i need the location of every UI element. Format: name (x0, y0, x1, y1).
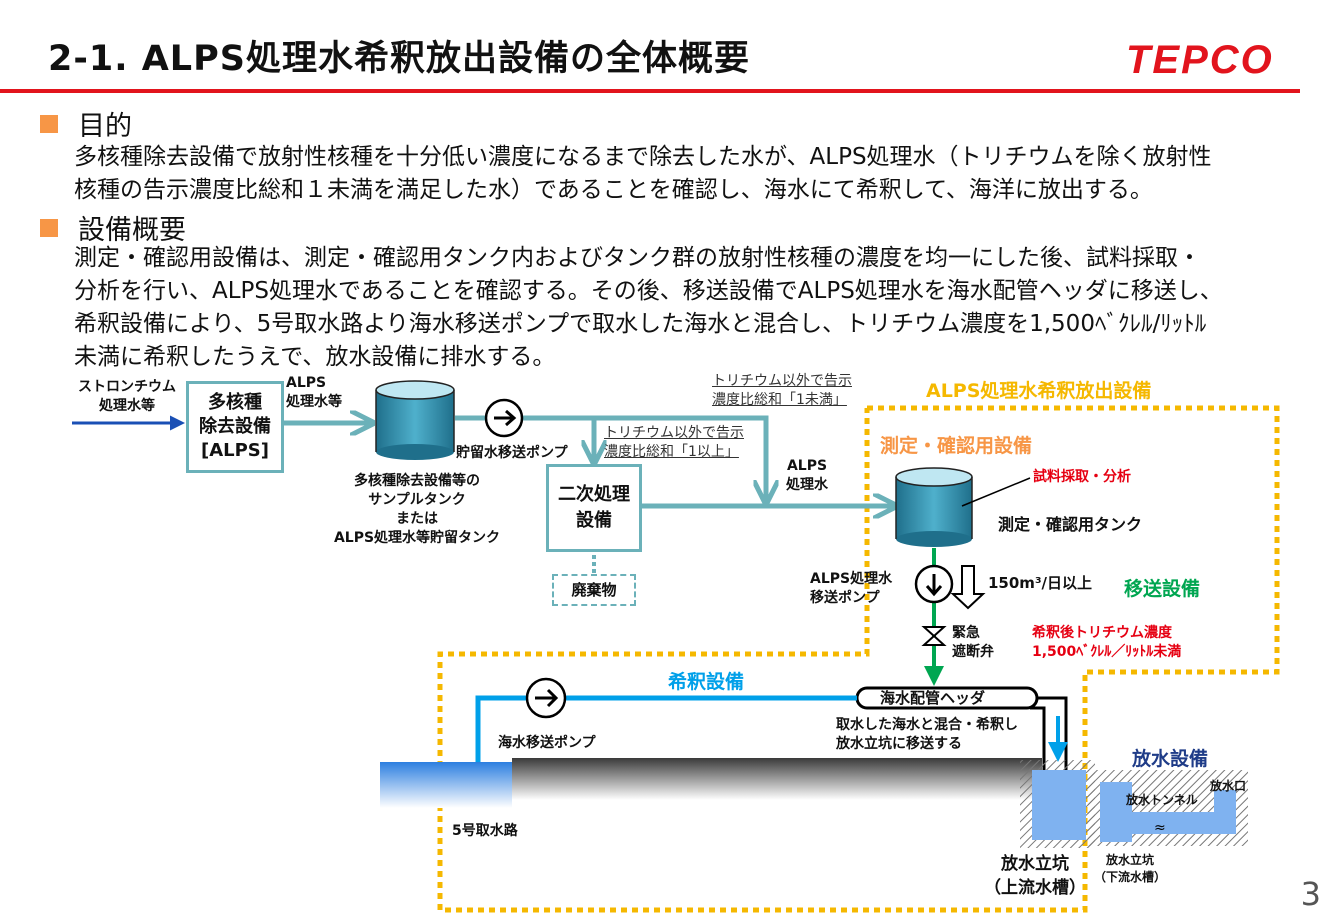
overview-text: 測定・確認用設備は、測定・確認用タンク内およびタンク群の放射性核種の濃度を均一に… (74, 242, 1223, 374)
label-line: 処理水等 (286, 394, 342, 410)
secondary-treatment-box: 二次処理 設備 (546, 464, 642, 552)
tepco-logo: TEPCO (1126, 38, 1274, 82)
label-line: 放水立坑に移送する (836, 736, 962, 752)
label-line: 緊急 (952, 625, 980, 641)
seawater-pump-label: 海水移送ポンプ (498, 735, 596, 751)
dilution-title: 希釈設備 (668, 671, 745, 693)
mix-label: 取水した海水と混合・希釈し 放水立坑に移送する (836, 716, 1018, 754)
label-line: 除去設備 (199, 416, 271, 437)
label-line: 取水した海水と混合・希釈し (836, 717, 1018, 733)
discharge-title: 放水設備 (1132, 748, 1209, 770)
condition-under-one: トリチウム以外で告示 濃度比総和「1未満」 (712, 372, 852, 410)
header-pipe-label: 海水配管ヘッダ (880, 689, 986, 707)
bullet-icon (40, 219, 58, 237)
valve-label: 緊急 遮断弁 (952, 624, 994, 662)
label-line: 希釈後トリチウム濃度 (1032, 625, 1172, 641)
label-line: ALPS処理水 (810, 571, 893, 587)
text-line: 多核種除去設備で放射性核種を十分低い濃度になるまで除去した水が、ALPS処理水（… (74, 144, 1212, 170)
transfer-pump-label: ALPS処理水 移送ポンプ (810, 570, 892, 608)
transfer-pump-icon (914, 564, 954, 604)
sampling-label: 試料採取・分析 (1033, 469, 1131, 485)
text-line: 希釈設備により、5号取水路より海水移送ポンプで取水した海水と混合し、トリチウム濃… (74, 311, 1207, 337)
text-line: 核種の告示濃度比総和１未満を満足した水）であることを確認し、海水にて希釈して、海… (74, 177, 1153, 203)
label-line: 濃度比総和「1以上」 (604, 444, 739, 460)
measure-tank-label: 測定・確認用タンク (998, 515, 1143, 534)
section-heading-overview: 設備概要 (78, 215, 186, 246)
label-line: 遮断弁 (952, 644, 994, 660)
tank-caption: 多核種除去設備等の サンプルタンク または ALPS処理水等貯留タンク (312, 472, 522, 548)
intake-label: 5号取水路 (452, 823, 518, 839)
valve-icon (921, 626, 947, 646)
outlet-label: 放水口 (1210, 779, 1247, 793)
label-line: （下流水槽） (1094, 870, 1167, 884)
discharge-tunnel (1100, 812, 1236, 834)
label-line: ALPS処理水等貯留タンク (333, 530, 501, 546)
measure-title: 測定・確認用設備 (880, 435, 1033, 457)
pump-icon (484, 398, 524, 438)
label-line: 放水立坑 (1001, 854, 1069, 874)
upstream-shaft (1032, 770, 1086, 840)
condition-over-one: トリチウム以外で告示 濃度比総和「1以上」 (604, 424, 744, 462)
title-rule (0, 89, 1300, 93)
waste-box: 廃棄物 (552, 574, 636, 606)
facility-title: ALPS処理水希釈放出設備 (926, 380, 1152, 402)
text-line: 測定・確認用設備は、測定・確認用タンク内およびタンク群の放射性核種の濃度を均一に… (74, 245, 1201, 271)
ground (512, 758, 1042, 800)
measure-tank-icon (895, 467, 973, 547)
label-line: 処理水等 (99, 398, 155, 414)
text-line: 未満に希釈したうえで、放水設備に排水する。 (74, 344, 556, 370)
label-line: 多核種 (208, 392, 262, 413)
label-line: 濃度比総和「1未満」 (712, 392, 847, 408)
label-line: [ALPS] (200, 440, 269, 461)
label-line: （上流水槽） (984, 878, 1086, 898)
page-number: 3 (1300, 875, 1321, 913)
label-line: ALPS (786, 458, 828, 474)
seawater-pump-icon (525, 677, 567, 719)
facility-boundary (437, 405, 1280, 913)
label-line: 二次処理 (558, 484, 630, 505)
tunnel-label: 放水トンネル (1126, 793, 1198, 807)
label-line: サンプルタンク (368, 492, 466, 508)
transfer-title: 移送設備 (1124, 578, 1201, 600)
label-line: ストロンチウム (78, 379, 176, 395)
intake-water (380, 762, 512, 808)
bullet-icon (40, 115, 58, 133)
label-line: ALPS (286, 375, 327, 391)
purpose-text: 多核種除去設備で放射性核種を十分低い濃度になるまで除去した水が、ALPS処理水（… (74, 141, 1212, 207)
post-dilution-label: 希釈後トリチウム濃度 1,500ﾍﾞｸﾚﾙ／ﾘｯﾄﾙ未満 (1032, 624, 1181, 662)
label-line: 処理水 (786, 477, 828, 493)
storage-tank-icon (375, 380, 455, 460)
flow-rate-label: 150m³/日以上 (988, 574, 1092, 592)
downstream-shaft-label: 放水立坑 （下流水槽） (1094, 852, 1166, 886)
label-line: 移送ポンプ (810, 590, 880, 606)
label-line: または (396, 511, 438, 527)
label-line: 放水立坑 (1106, 853, 1155, 867)
label-line: トリチウム以外で告示 (604, 425, 744, 441)
label-line: 多核種除去設備等の (354, 473, 480, 489)
label-line: 設備 (576, 510, 612, 531)
flow-direction-icon (950, 565, 986, 610)
alps-treated-label: ALPS 処理水 (786, 457, 828, 495)
svg-text:≈: ≈ (1154, 820, 1166, 836)
alps-box: 多核種 除去設備 [ALPS] (186, 381, 284, 473)
strontium-label: ストロンチウム 処理水等 (72, 378, 182, 416)
page-title: 2-1. ALPS処理水希釈放出設備の全体概要 (48, 39, 750, 79)
label-line: トリチウム以外で告示 (712, 373, 852, 389)
alps-water-label: ALPS 処理水等 (286, 374, 362, 412)
label-line: 1,500ﾍﾞｸﾚﾙ／ﾘｯﾄﾙ未満 (1032, 644, 1182, 660)
upstream-shaft-label: 放水立坑 （上流水槽） (984, 852, 1086, 900)
section-heading-purpose: 目的 (78, 111, 132, 142)
storage-pump-label: 貯留水移送ポンプ (456, 445, 568, 461)
text-line: 分析を行い、ALPS処理水であることを確認する。その後、移送設備でALPS処理水… (74, 278, 1223, 304)
